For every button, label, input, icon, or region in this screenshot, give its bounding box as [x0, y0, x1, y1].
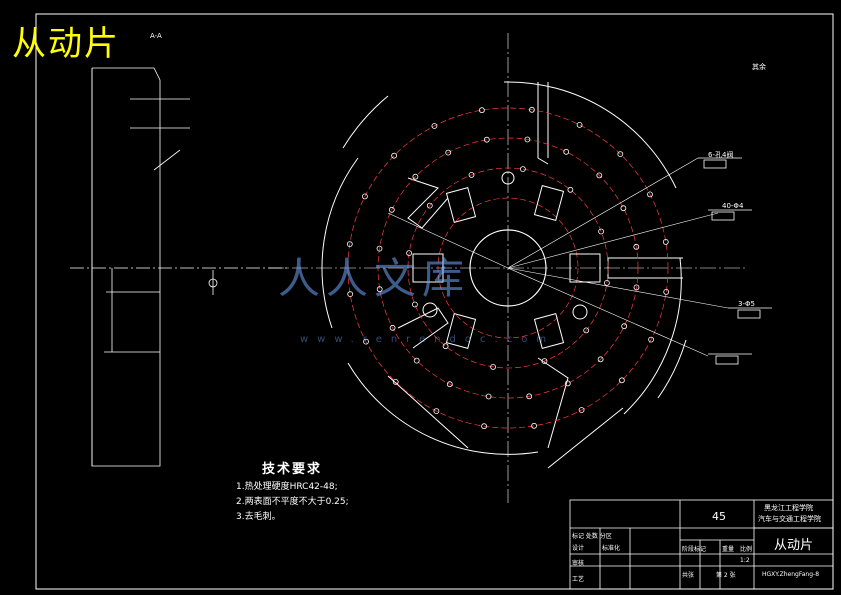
- rivet-hole: [633, 243, 640, 250]
- section-view: [70, 67, 290, 467]
- watermark-sub: www.renrendoc.com: [300, 334, 556, 345]
- title-block-sheet-total: 共张: [682, 572, 695, 579]
- rivet-hole: [541, 358, 548, 364]
- title-block-designer: 设计: [572, 545, 585, 552]
- title-block-school-line1: 黑龙江工程学院: [764, 504, 813, 512]
- rivet-hole: [576, 121, 583, 128]
- rivet-hole: [346, 241, 353, 248]
- tech-requirement-item: 3.去毛刺。: [236, 512, 281, 522]
- rivet-hole: [412, 301, 418, 308]
- callout-holes-3: 3-Φ5: [738, 300, 755, 308]
- rivet-hole: [578, 407, 585, 413]
- rivet-hole: [526, 393, 533, 400]
- tech-requirements-title: 技术要求: [262, 462, 323, 477]
- rivet-hole: [389, 324, 396, 331]
- rivet-hole: [347, 291, 354, 298]
- rivet-hole: [363, 338, 369, 345]
- rivet-hole: [531, 422, 538, 429]
- rivet-hole: [361, 193, 368, 200]
- rivet-hole: [563, 148, 570, 155]
- callout-frames: [698, 157, 772, 365]
- rivet-hole: [662, 238, 669, 245]
- rivet-hole: [519, 166, 526, 172]
- rivet-hole: [598, 228, 604, 235]
- tech-requirements-list: 1.热处理硬度HRC42-48; 2.两表面不平度不大于0.25; 3.去毛刺。: [236, 480, 349, 525]
- watermark-main: 人人文库: [278, 254, 471, 303]
- title-block-scale-label: 比例: [740, 546, 753, 553]
- rivet-hole: [481, 423, 488, 430]
- section-label: A-A: [150, 32, 162, 40]
- rivet-hole: [376, 286, 383, 293]
- title-block-material: 45: [712, 510, 726, 523]
- title-block-mark-row: 标记 处数 分区: [572, 533, 612, 540]
- rivet-hole: [647, 191, 653, 198]
- rivet-hole: [388, 206, 395, 213]
- rivet-holes: [346, 106, 670, 430]
- rivet-hole: [413, 357, 420, 364]
- drawing-border: [35, 13, 834, 590]
- title-block-frame: [569, 499, 834, 590]
- title-block-stage-label: 阶段标记: [682, 546, 707, 553]
- rivet-hole: [478, 107, 485, 114]
- rivet-hole: [663, 288, 670, 295]
- rivet-hole: [619, 377, 625, 384]
- callout-holes-40: 40-Φ4: [722, 202, 744, 210]
- rivet-hole: [617, 151, 624, 157]
- rivet-hole: [648, 336, 655, 343]
- rivet-hole: [620, 205, 627, 212]
- rivet-hole: [431, 123, 438, 129]
- rivet-hole: [490, 364, 497, 370]
- roughness-note: 其余: [752, 63, 766, 71]
- rivet-hole: [596, 172, 603, 179]
- title-block-scale-value: 1:2: [740, 557, 750, 564]
- title-block-drawing-no: HGXY.ZhengFang-8: [762, 571, 820, 578]
- rivet-hole: [392, 379, 399, 385]
- rivet-hole: [564, 380, 571, 387]
- main-view: [268, 33, 748, 503]
- tech-requirement-item: 2.两表面不平度不大于0.25;: [236, 497, 349, 507]
- title-block-process: 工艺: [572, 576, 585, 583]
- title-block-sheet-no: 第 2 张: [716, 572, 736, 579]
- rivet-hole: [406, 250, 412, 257]
- title-block-weight-label: 重量: [722, 546, 735, 553]
- rivet-hole: [468, 172, 475, 178]
- rivet-hole: [597, 356, 604, 363]
- title-block-school-line2: 汽车与交通工程学院: [758, 515, 821, 523]
- rivet-hole: [483, 136, 490, 143]
- rivet-hole: [391, 152, 397, 159]
- rivet-hole: [633, 284, 640, 291]
- title-block-standardize: 标准化: [602, 545, 621, 552]
- rivet-hole: [621, 323, 628, 330]
- rivet-hole: [376, 245, 383, 252]
- title-block-part-name: 从动片: [774, 538, 814, 553]
- rivet-hole: [433, 408, 440, 415]
- callout-ring-6: 6-孔4阀: [708, 151, 734, 159]
- tech-requirement-item: 1.热处理硬度HRC42-48;: [236, 482, 338, 492]
- rivet-hole: [485, 393, 492, 400]
- rivet-hole: [528, 106, 535, 113]
- drawing-title: 从动片: [12, 24, 120, 64]
- rivet-hole: [583, 327, 590, 334]
- rivet-hole: [445, 149, 452, 156]
- rivet-hole: [426, 202, 433, 209]
- rivet-hole: [604, 279, 610, 286]
- rivet-hole: [524, 136, 531, 143]
- rivet-hole: [446, 381, 453, 388]
- rivet-hole: [567, 186, 574, 193]
- rivet-hole: [442, 343, 449, 350]
- title-block-checker: 审核: [572, 560, 585, 567]
- rivet-hole: [412, 173, 419, 180]
